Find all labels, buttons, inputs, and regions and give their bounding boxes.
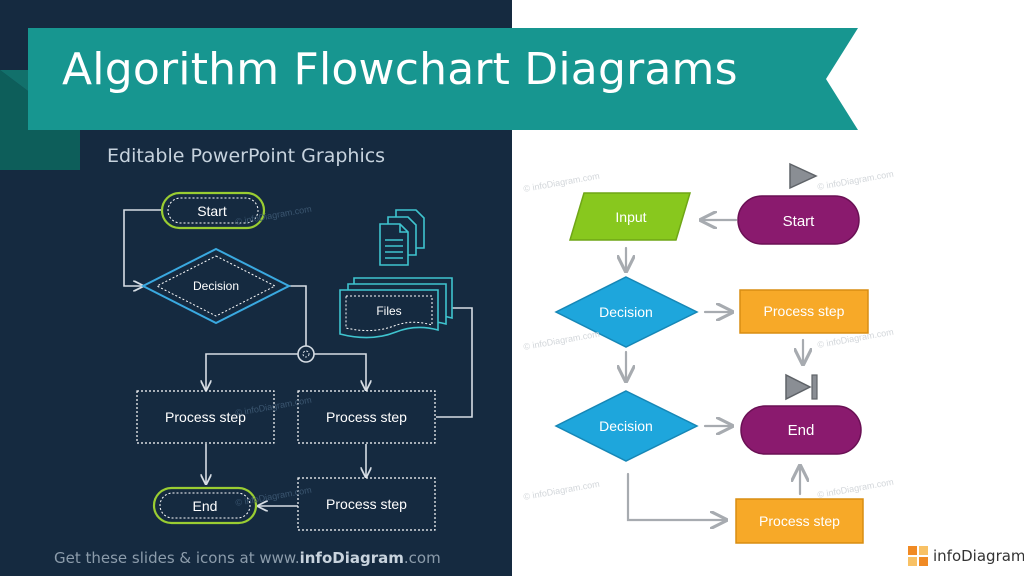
left-process-step-1-label: Process step (165, 409, 246, 425)
right-start-label: Start (783, 213, 816, 230)
page-subtitle: Editable PowerPoint Graphics (107, 145, 386, 167)
input-label: Input (615, 209, 646, 225)
files-label: Files (376, 304, 401, 318)
title-banner (28, 28, 858, 130)
junction-connector (297, 345, 315, 363)
right-decision-2-label: Decision (599, 418, 653, 434)
watermark: © infoDiagram.com (523, 329, 601, 352)
left-process-step-1[interactable]: Process step (136, 390, 275, 444)
right-start-terminal[interactable]: Start (737, 195, 860, 245)
left-decision-label: Decision (193, 279, 239, 293)
left-process-step-2[interactable]: Process step (297, 390, 436, 444)
watermark: © infoDiagram.com (817, 169, 895, 192)
left-start-terminal[interactable]: Start (160, 191, 266, 230)
right-end-label: End (788, 422, 815, 439)
left-decision-diamond[interactable]: Decision (140, 247, 292, 325)
left-end-label: End (193, 498, 218, 514)
footer-prefix: Get these slides & icons at www. (54, 549, 300, 567)
watermark: © infoDiagram.com (817, 477, 895, 500)
right-process-step-1[interactable]: Process step (739, 289, 869, 334)
left-process-step-2-label: Process step (326, 409, 407, 425)
right-connectors (626, 220, 803, 520)
logo-icon (908, 546, 928, 566)
right-process-step-1-label: Process step (764, 303, 845, 319)
watermark: © infoDiagram.com (235, 204, 313, 227)
left-process-step-3-label: Process step (326, 496, 407, 512)
watermark: © infoDiagram.com (235, 485, 313, 508)
logo-text: infoDiagram (933, 547, 1024, 565)
watermark: © infoDiagram.com (523, 171, 601, 194)
right-decision-1-label: Decision (599, 304, 653, 320)
page-title: Algorithm Flowchart Diagrams (62, 44, 738, 95)
files-multidocument[interactable]: Files (339, 277, 453, 339)
footer-text[interactable]: Get these slides & icons at www.infoDiag… (54, 549, 441, 567)
documents-icon (379, 209, 425, 266)
left-start-label: Start (197, 203, 227, 219)
right-process-step-2-label: Process step (759, 513, 840, 529)
skip-end-icon (785, 373, 818, 401)
right-decision-1[interactable]: Decision (554, 276, 699, 348)
play-icon (789, 162, 818, 190)
left-connectors (123, 209, 473, 506)
right-decision-2[interactable]: Decision (554, 390, 699, 462)
input-parallelogram[interactable]: Input (568, 192, 692, 241)
footer-brand: infoDiagram (299, 549, 404, 567)
right-process-step-2[interactable]: Process step (735, 498, 864, 544)
left-end-terminal[interactable]: End (152, 486, 258, 525)
right-end-terminal[interactable]: End (740, 405, 862, 455)
infodiagram-logo[interactable]: infoDiagram (908, 544, 1024, 568)
left-process-step-3[interactable]: Process step (297, 477, 436, 531)
watermark: © infoDiagram.com (523, 479, 601, 502)
footer-suffix: .com (403, 549, 441, 567)
